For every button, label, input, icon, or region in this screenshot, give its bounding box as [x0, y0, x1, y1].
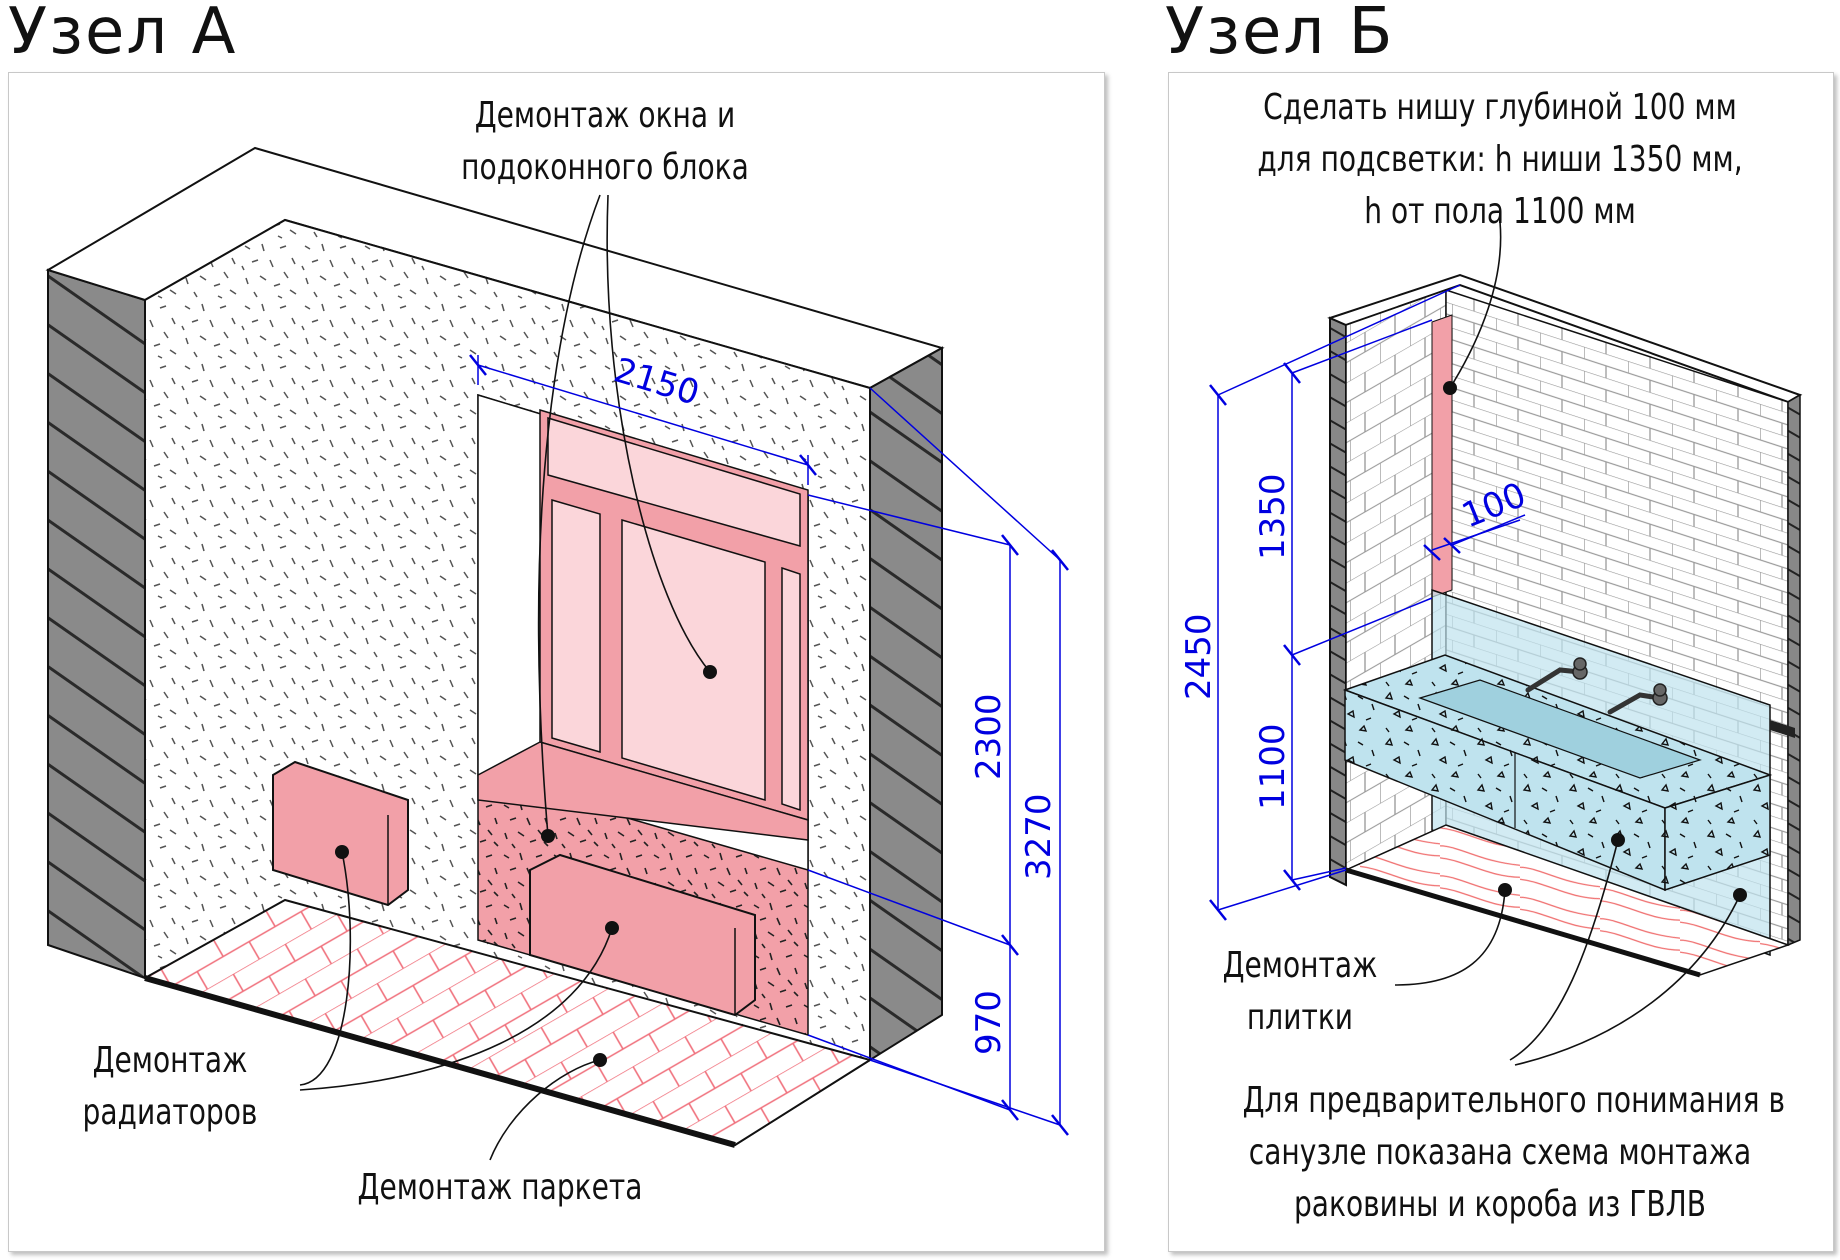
dim-window-height: 2300 — [969, 693, 1009, 780]
dim-b-floor-height: 1100 — [1253, 723, 1293, 810]
label-radiators-demolition: Демонтаж радиаторов — [76, 1035, 263, 1139]
window-transom — [547, 416, 801, 547]
label-tiles-demolition: Демонтаж плитки — [1214, 940, 1386, 1044]
label-parquet-line1: Демонтаж паркета — [357, 1167, 643, 1208]
radiator-wall — [272, 760, 409, 907]
window-sill — [477, 741, 809, 841]
label-radiators-line1: Демонтаж — [92, 1040, 248, 1081]
label-tiles-line1: Демонтаж — [1222, 945, 1378, 986]
b-left-wall-section — [1329, 316, 1347, 887]
b-sink-basin — [1418, 679, 1702, 779]
label-installation-note: Для предварительного понимания в санузле… — [1242, 1075, 1786, 1231]
node-b-title: Узел Б — [1165, 0, 1395, 69]
b-vanity-side — [1664, 773, 1771, 892]
left-wall-section — [47, 268, 146, 980]
label-window-demolition: Демонтаж окна и подоконного блока — [457, 90, 753, 194]
node-a-drawing: 2150 2300 3270 970 — [45, 146, 1069, 1161]
label-niche-line3: h от пола 1100 мм — [1364, 191, 1636, 232]
label-window-line2: подоконного блока — [461, 147, 749, 188]
label-niche-line1: Сделать нишу глубиной 100 мм — [1263, 87, 1737, 128]
right-wall-section — [869, 346, 943, 1062]
node-b-drawing: 2450 1350 1100 100 — [1179, 221, 1803, 1066]
b-right-wall-section — [1787, 393, 1801, 947]
dim-sill-height: 970 — [969, 990, 1009, 1055]
label-niche-line2: для подсветки: h ниши 1350 мм, — [1257, 139, 1743, 180]
dim-total-height: 3270 — [1019, 793, 1059, 880]
dim-b-niche-height: 1350 — [1253, 473, 1293, 560]
dim-b-total-height: 2450 — [1179, 613, 1219, 700]
b-shelf-edge — [1770, 720, 1795, 738]
label-note-line3: раковины и короба из ГВЛВ — [1293, 1184, 1707, 1225]
window-pane-left — [551, 499, 601, 753]
label-note-line1: Для предварительного понимания в — [1242, 1080, 1786, 1121]
label-parquet-demolition: Демонтаж паркета — [336, 1162, 664, 1214]
label-tiles-line2: плитки — [1246, 997, 1354, 1038]
label-note-line2: санузле показана схема монтажа — [1248, 1132, 1752, 1173]
window-pane-right — [781, 566, 801, 812]
radiator-window — [529, 853, 756, 1017]
label-window-line1: Демонтаж окна и — [474, 95, 736, 136]
node-a-title: Узел А — [8, 0, 238, 69]
label-radiators-line2: радиаторов — [82, 1092, 258, 1133]
window-pane-center — [621, 518, 766, 802]
label-niche: Сделать нишу глубиной 100 мм для подсвет… — [1250, 82, 1749, 238]
